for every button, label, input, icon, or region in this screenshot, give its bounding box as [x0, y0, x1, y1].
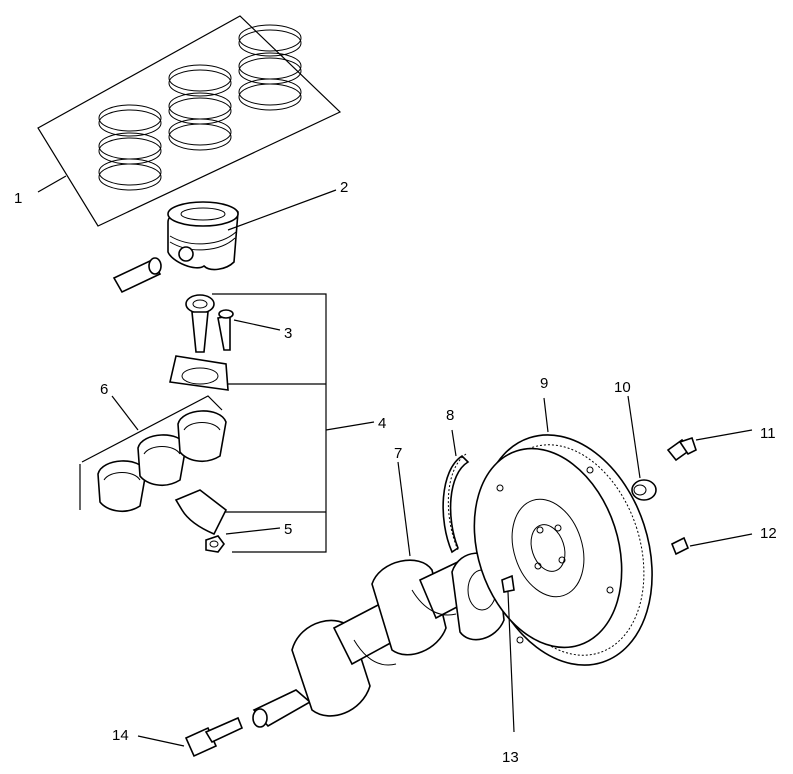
leader-6 [111, 395, 139, 431]
bearing-shells [79, 395, 227, 513]
piston-ring-sets [37, 15, 342, 227]
callout-12: 12 [760, 525, 777, 542]
callout-8: 8 [446, 407, 454, 424]
callout-10: 10 [614, 379, 631, 396]
flywheel [473, 397, 653, 666]
ring-gear [442, 429, 470, 554]
connecting-rod-assembly [169, 293, 375, 553]
crankshaft [252, 461, 505, 728]
ring-set-frame [37, 15, 342, 227]
bearing-bracket [81, 395, 223, 463]
bearing-shell [97, 460, 147, 513]
crank-dowel [501, 574, 515, 733]
callout-3: 3 [284, 325, 292, 342]
connecting-rod-bolt [217, 309, 234, 351]
leader-3 [233, 319, 281, 331]
leader-11 [695, 429, 753, 441]
callout-2: 2 [340, 179, 348, 196]
leader-7 [397, 461, 411, 557]
leader-14 [137, 735, 185, 747]
leader-12 [689, 533, 753, 547]
dowel-pin [670, 533, 753, 556]
ring-set-right [238, 24, 302, 111]
piston [167, 189, 337, 271]
ring-set-middle [168, 64, 232, 151]
leader-13 [507, 591, 515, 733]
bracket-4 [212, 293, 327, 553]
leader-2 [227, 189, 337, 231]
piston-pin [112, 257, 162, 294]
rod-nut [205, 535, 225, 553]
leader-8 [451, 429, 457, 457]
callout-11: 11 [760, 425, 776, 442]
callout-13: 13 [502, 749, 519, 766]
leader-10 [627, 395, 641, 479]
callout-14: 14 [112, 727, 129, 744]
pilot-bearing [627, 395, 657, 501]
bearing-shell [137, 434, 187, 487]
leader-1 [37, 175, 67, 193]
flywheel-bolt [666, 429, 753, 462]
rod-cap [174, 489, 228, 536]
leader-4 [325, 421, 375, 431]
callout-7: 7 [394, 445, 402, 462]
callout-labels: 1 2 3 4 5 6 7 8 9 10 11 12 13 14 [14, 179, 777, 766]
leader-5 [225, 527, 281, 535]
callout-1: 1 [14, 190, 22, 207]
bearing-shell [177, 410, 227, 463]
leader-9 [543, 397, 549, 433]
crank-bolt [137, 716, 244, 758]
callout-4: 4 [378, 415, 386, 432]
connecting-rod [169, 294, 229, 391]
callout-6: 6 [100, 381, 108, 398]
callout-5: 5 [284, 521, 292, 538]
ring-set-left [98, 104, 162, 191]
callout-9: 9 [540, 375, 548, 392]
